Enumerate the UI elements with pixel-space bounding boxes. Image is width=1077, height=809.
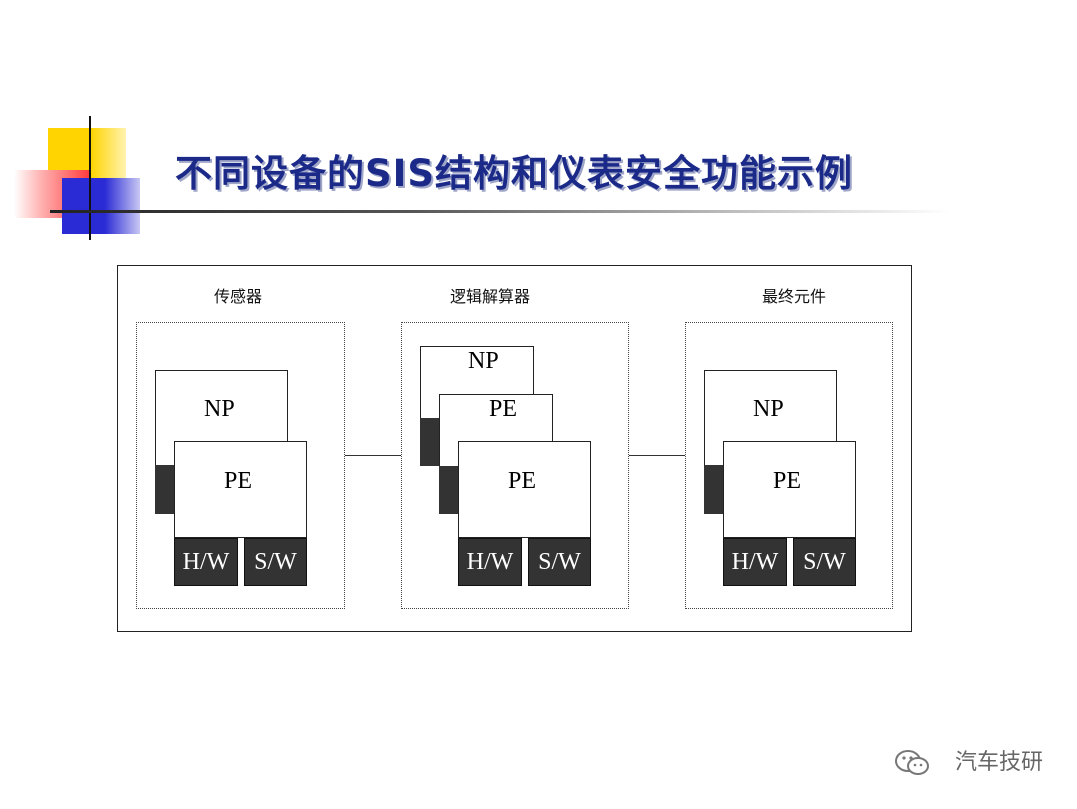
section-label-sensor: 传感器 [214,287,263,306]
connector-logic-final [629,455,685,456]
diagram-frame [117,265,912,632]
final-hw-block: H/W [723,538,787,586]
title-deco-line [89,116,91,240]
final-pe-box [723,441,856,538]
final-np-label: NP [753,396,784,422]
section-label-final-element: 最终元件 [762,287,827,306]
logic-np-label: NP [468,348,499,374]
watermark-text: 汽车技研 [954,750,1043,775]
sensor-hw-block: H/W [174,538,238,586]
wechat-icon [895,750,929,775]
sensor-pe-label: PE [224,468,253,494]
sensor-pe-box [174,441,307,538]
slide-title: 不同设备的SIS结构和仪表安全功能示例 [175,152,854,195]
logic-pe-1-label: PE [489,396,518,422]
logic-pe-2-label: PE [508,468,537,494]
final-sw-block: S/W [793,538,856,586]
logic-pe-1-shadow [439,466,459,514]
final-element-group [685,322,893,609]
final-np-shadow [704,465,724,514]
logic-np-shadow [420,418,440,466]
sensor-np-label: NP [204,396,235,422]
logic-sw-block: S/W [528,538,591,586]
logic-solver-group [401,322,629,609]
title-underline [50,210,950,213]
connector-sensor-logic [345,455,401,456]
sensor-sw-block: S/W [244,538,307,586]
logic-pe-box-2 [458,441,591,538]
sensor-np-shadow [155,465,175,514]
final-pe-label: PE [773,468,802,494]
sensor-group [136,322,345,609]
title-deco-blue [62,178,140,234]
logic-hw-block: H/W [458,538,522,586]
section-label-logic-solver: 逻辑解算器 [450,287,531,306]
